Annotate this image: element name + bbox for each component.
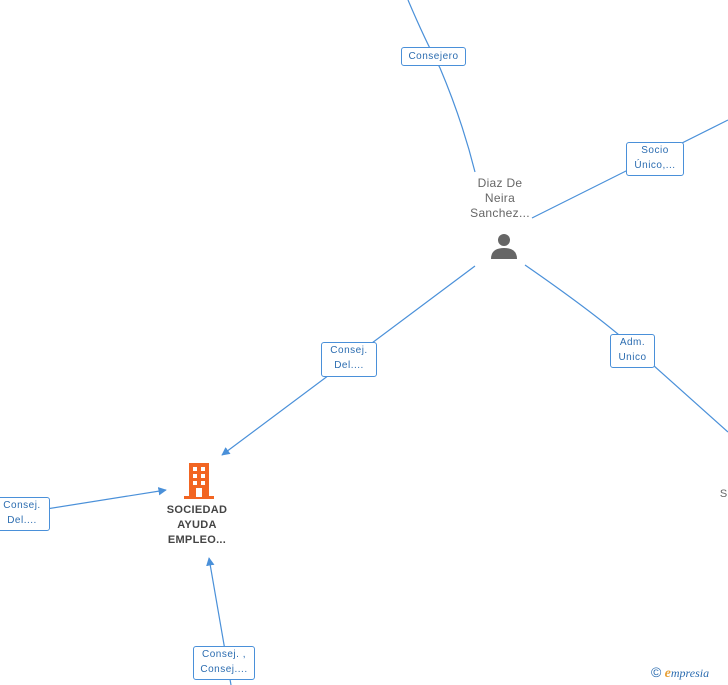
brand-logo: empresia [664,666,710,681]
edge-label-consejero[interactable]: Consejero [401,47,466,66]
company-label-line: AYUDA [177,519,217,531]
edge-label-line: Unico [618,352,647,363]
empresia-watermark: © empresia [651,664,709,682]
copyright-icon: © [651,664,662,680]
person-icon [491,234,517,259]
edge-label-consej-del-left[interactable]: Consej. Del.... [0,497,50,531]
person-node-label[interactable]: Diaz De Neira Sanchez... [460,176,540,221]
edge-label-line: Consej. [330,345,368,356]
company-node[interactable] [183,463,215,499]
edge-label-line: Consej.... [200,664,248,675]
edge-label-socio-unico[interactable]: Socio Único,... [626,142,684,176]
person-label-line: Diaz De [477,176,523,190]
edge-consejero [407,0,476,173]
edge-label-line: Del.... [334,360,364,371]
edge-label-line: Único,... [634,160,676,171]
company-label-line: SOCIEDAD [166,504,228,516]
edge-label-line: Adm. [619,337,646,348]
offscreen-node-label-fragment: S [719,488,728,500]
edge-label-consej-consej-bottom[interactable]: Consej. , Consej.... [193,646,255,680]
edge-label-consej-del-top[interactable]: Consej. Del.... [321,342,377,377]
person-label-line: Sanchez... [470,206,530,220]
company-label-line: EMPLEO... [167,534,227,546]
edge-consej-del-left [39,487,167,511]
edge-label-adm-unico[interactable]: Adm. Unico [610,334,655,368]
edge-label-line: Socio [641,145,669,156]
company-node-label[interactable]: SOCIEDAD AYUDA EMPLEO... [152,503,242,548]
edge-label-line: Consejero [408,51,459,62]
edge-label-line: Consej. , [202,649,246,660]
edge-label-line: Del.... [7,515,37,526]
edge-label-line: Consej. [3,500,41,511]
person-label-line: Neira [484,191,516,205]
person-node[interactable] [489,231,519,261]
building-icon [184,463,214,499]
